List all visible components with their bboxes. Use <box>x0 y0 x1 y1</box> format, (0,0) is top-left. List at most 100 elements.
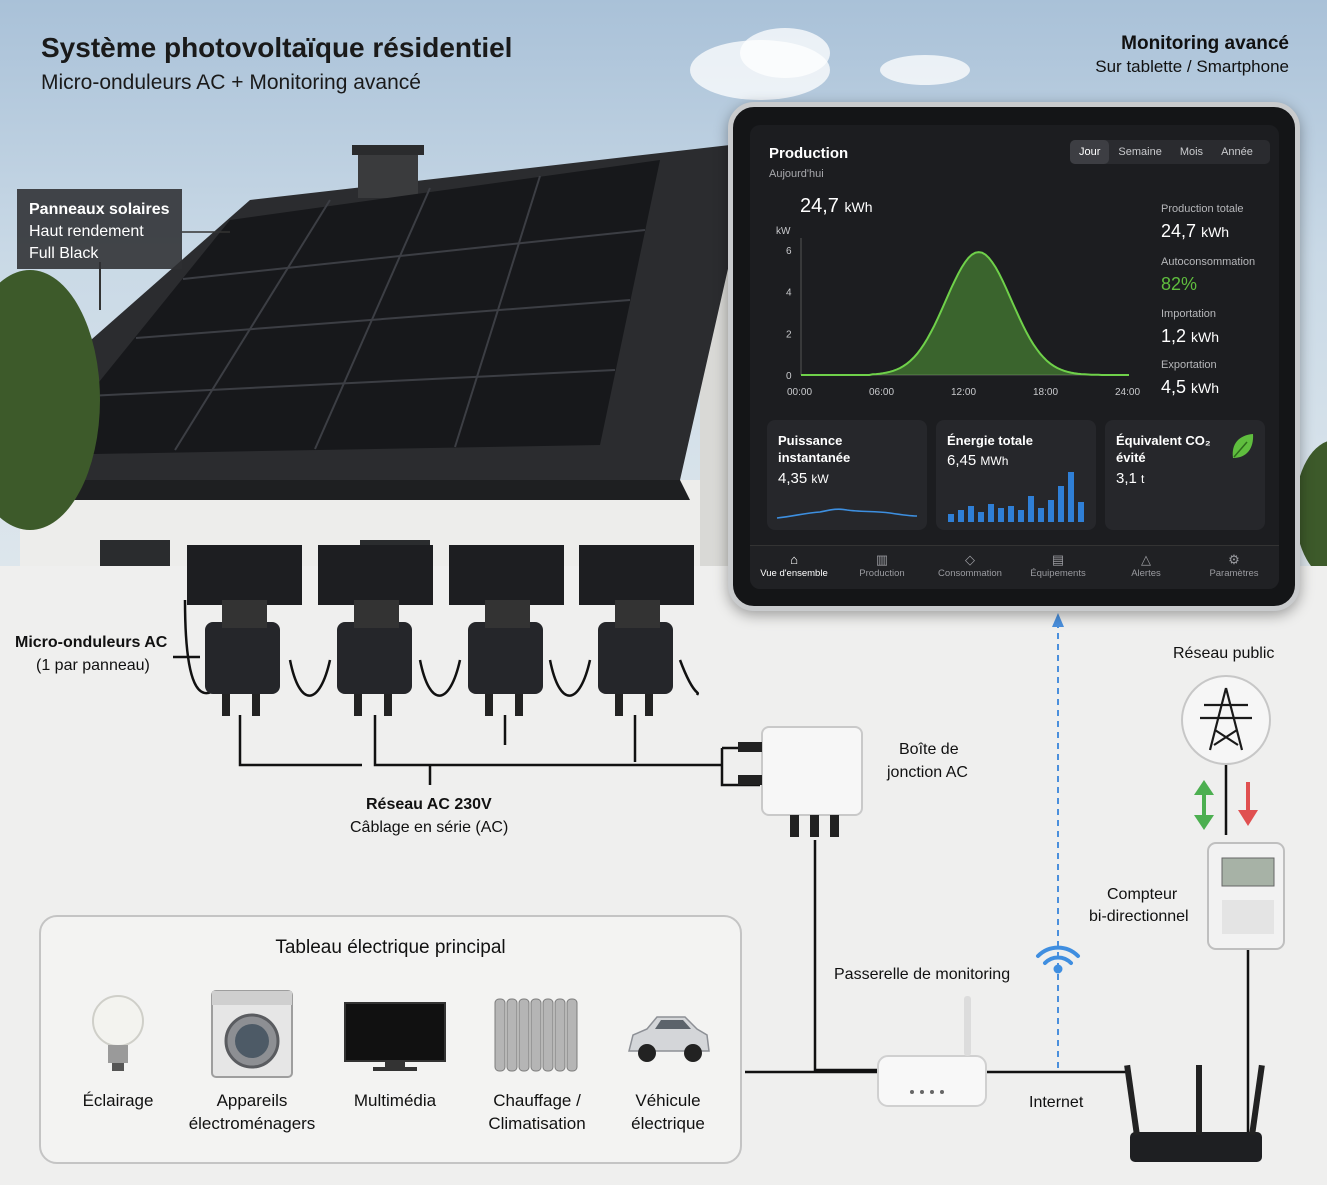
cloud <box>740 28 830 78</box>
nav-parametres[interactable]: ⚙Paramètres <box>1190 552 1278 579</box>
wifi-icon <box>1036 945 1080 974</box>
y-tick-label: 0 <box>786 371 792 382</box>
junction-box-label-1: Boîte de <box>899 741 959 758</box>
junction-box-label-2: jonction AC <box>887 764 968 781</box>
meter-label-2: bi-directionnel <box>1089 908 1189 925</box>
card-puissance-instantanee[interactable]: Puissance instantanée 4,35 kW <box>767 420 927 530</box>
television-icon <box>344 1002 446 1071</box>
appliance-multimedia: Multimédia <box>330 989 460 1112</box>
tab-jour[interactable]: Jour <box>1070 140 1110 164</box>
x-tick-label: 12:00 <box>951 387 976 398</box>
appliance-label-2: électroménagers <box>188 1114 316 1133</box>
car-icon <box>628 1016 710 1062</box>
card-number: 3,1 <box>1116 470 1137 487</box>
card-energie-totale[interactable]: Énergie totale 6,45 MWh <box>936 420 1096 530</box>
nav-label: Vue d'ensemble <box>760 568 828 579</box>
micro-inverters-subtitle: (1 par panneau) <box>36 657 150 674</box>
ac-grid-subtitle: Câblage en série (AC) <box>350 819 509 836</box>
stat-label-exportation: Exportation <box>1161 359 1217 371</box>
production-line <box>801 251 1129 376</box>
card-unit: MWh <box>980 454 1009 468</box>
appliance-label: Multimédia <box>353 1091 437 1110</box>
nav-vue-ensemble[interactable]: ⌂Vue d'ensemble <box>750 552 838 579</box>
nav-equipements[interactable]: ▤Équipements <box>1014 552 1102 579</box>
stat-unit: kWh <box>1191 329 1220 345</box>
card-number: 4,35 <box>778 470 808 487</box>
bidirectional-meter <box>1207 842 1285 950</box>
bell-icon: △ <box>1141 552 1151 567</box>
monitoring-gateway <box>877 996 987 1107</box>
card-label: Équivalent CO₂ évité <box>1116 433 1211 465</box>
stat-value-production-totale: 24,7 kWh <box>1161 221 1229 242</box>
power-sparkline <box>776 508 918 519</box>
solar-panels-label: Panneaux solaires Haut rendement Full Bl… <box>17 189 182 269</box>
home-icon: ⌂ <box>790 552 798 567</box>
junction-box <box>738 726 863 837</box>
stat-label-autoconsommation: Autoconsommation <box>1161 256 1256 268</box>
dashboard-date: Aujourd'hui <box>769 168 824 180</box>
monitoring-tablet: Production Aujourd'hui Jour Semaine Mois… <box>728 102 1300 611</box>
card-number: 6,45 <box>947 452 977 469</box>
x-tick-label: 18:00 <box>1033 387 1058 398</box>
nav-alertes[interactable]: △Alertes <box>1102 552 1190 579</box>
appliance-label: Chauffage / <box>493 1091 581 1110</box>
appliance-label: Éclairage <box>82 1091 154 1110</box>
page-title: Système photovoltaïque résidentiel <box>41 32 513 63</box>
nav-label: Alertes <box>1131 568 1161 579</box>
gear-icon: ⚙ <box>1228 552 1240 567</box>
stat-value-autoconsommation: 82% <box>1161 274 1198 294</box>
leaf-icon <box>1232 434 1254 458</box>
public-grid-label: Réseau public <box>1173 645 1275 662</box>
appliance-heating: Chauffage / Climatisation <box>472 989 602 1135</box>
card-value: 4,35 kW <box>778 470 829 487</box>
micro-inverters-title: Micro-onduleurs AC <box>15 634 168 651</box>
tablet-screen: Production Aujourd'hui Jour Semaine Mois… <box>750 125 1279 589</box>
nav-label: Production <box>859 568 905 579</box>
x-tick-label: 06:00 <box>869 387 894 398</box>
card-label: Énergie totale <box>947 433 1033 448</box>
production-unit: kWh <box>844 199 873 215</box>
internet-router <box>1124 1064 1265 1162</box>
card-co2-evite[interactable]: Équivalent CO₂ évité 3,1 t <box>1105 420 1265 530</box>
stat-number: 24,7 <box>1161 221 1197 241</box>
dashboard-heading: Production <box>769 145 849 162</box>
period-tabs: Jour Semaine Mois Année <box>1070 140 1270 164</box>
nav-label: Consommation <box>938 568 1002 579</box>
x-tick-label: 00:00 <box>787 387 812 398</box>
page-subtitle: Micro-onduleurs AC + Monitoring avancé <box>41 71 421 94</box>
cloud <box>880 55 970 85</box>
tab-semaine[interactable]: Semaine <box>1118 146 1162 158</box>
appliance-household: Appareils électroménagers <box>187 989 317 1135</box>
y-tick-label: 2 <box>786 329 792 340</box>
house-illustration <box>0 145 730 566</box>
nav-production[interactable]: ▥Production <box>838 552 926 579</box>
nav-consommation[interactable]: ◇Consommation <box>926 552 1014 579</box>
ac-grid-title: Réseau AC 230V <box>366 796 492 813</box>
meter-label-1: Compteur <box>1107 886 1178 903</box>
washing-machine-icon <box>211 990 293 1078</box>
nav-label: Équipements <box>1030 568 1086 579</box>
stat-number: 1,2 <box>1161 326 1187 346</box>
appliance-label-2: électrique <box>631 1114 705 1133</box>
appliance-label: Véhicule <box>635 1091 701 1110</box>
solar-panels-label-line2: Haut rendement <box>29 223 144 240</box>
appliance-lighting: Éclairage <box>53 989 183 1112</box>
card-label: Puissance instantanée <box>778 433 851 465</box>
tab-annee[interactable]: Année <box>1221 146 1253 158</box>
card-value: 3,1 t <box>1116 470 1144 487</box>
equipment-icon: ▤ <box>1051 552 1065 567</box>
bottom-navigation: ⌂Vue d'ensemble ▥Production ◇Consommatio… <box>750 545 1279 589</box>
card-unit: t <box>1141 472 1145 486</box>
consumption-icon: ◇ <box>965 552 975 567</box>
production-area <box>801 252 1129 375</box>
power-pylon-icon <box>1181 675 1271 765</box>
y-tick-label: 4 <box>786 288 792 299</box>
stat-number: 4,5 <box>1161 377 1187 397</box>
main-electrical-panel: Tableau électrique principal Éclairage A… <box>39 915 742 1164</box>
gateway-label: Passerelle de monitoring <box>834 966 1011 983</box>
monitoring-title: Monitoring avancé <box>1121 33 1289 54</box>
tab-mois[interactable]: Mois <box>1179 146 1204 158</box>
internet-label: Internet <box>1029 1094 1084 1111</box>
